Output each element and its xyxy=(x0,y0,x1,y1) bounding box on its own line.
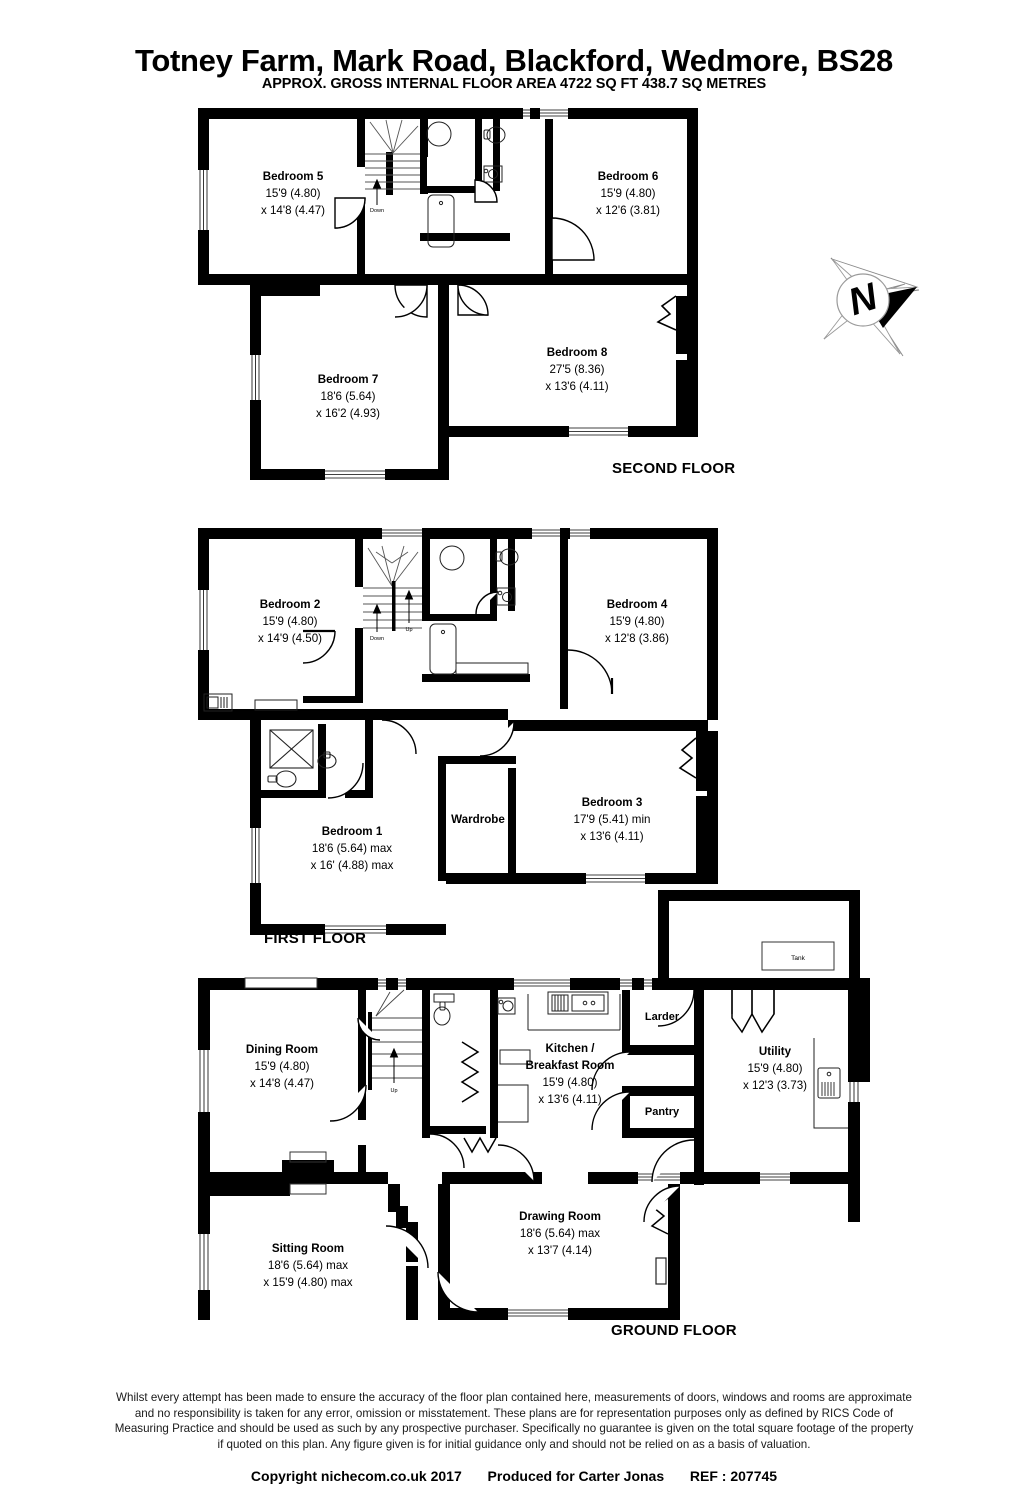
svg-text:x 14'9 (4.50): x 14'9 (4.50) xyxy=(258,632,322,645)
room-label-drawing-room: Drawing Room 18'6 (5.64) max x 13'7 (4.1… xyxy=(519,1210,601,1257)
svg-text:Larder: Larder xyxy=(645,1011,680,1023)
svg-text:x 13'6 (4.11): x 13'6 (4.11) xyxy=(580,830,643,843)
svg-text:18'6 (5.64): 18'6 (5.64) xyxy=(320,390,375,403)
svg-text:27'5 (8.36): 27'5 (8.36) xyxy=(549,363,604,376)
svg-text:15'9 (4.80): 15'9 (4.80) xyxy=(747,1062,802,1075)
ref-text: REF : 207745 xyxy=(689,1468,778,1484)
stair-down-label: Down xyxy=(370,636,384,642)
room-label-bedroom-3: Bedroom 3 17'9 (5.41) min x 13'6 (4.11) xyxy=(574,796,651,843)
svg-text:Bedroom 7: Bedroom 7 xyxy=(318,373,379,386)
room-label-bedroom-8: Bedroom 8 27'5 (8.36) x 13'6 (4.11) xyxy=(545,346,608,393)
copyright-line: Copyright nichecom.co.uk 2017 Produced f… xyxy=(0,1468,1028,1484)
svg-text:15'9 (4.80): 15'9 (4.80) xyxy=(600,187,655,200)
svg-text:Pantry: Pantry xyxy=(645,1106,680,1118)
svg-text:x 12'3 (3.73): x 12'3 (3.73) xyxy=(743,1079,807,1092)
floor-area-subtitle: APPROX. GROSS INTERNAL FLOOR AREA 4722 S… xyxy=(261,76,767,92)
svg-text:15'9 (4.80): 15'9 (4.80) xyxy=(262,615,317,628)
svg-text:Bedroom 8: Bedroom 8 xyxy=(547,346,608,359)
room-label-bedroom-7: Bedroom 7 18'6 (5.64) x 16'2 (4.93) xyxy=(316,373,380,420)
ground-floor-label: GROUND FLOOR xyxy=(611,1322,737,1339)
svg-text:15'9 (4.80): 15'9 (4.80) xyxy=(609,615,664,628)
svg-text:x 12'6 (3.81): x 12'6 (3.81) xyxy=(596,204,660,217)
svg-text:Kitchen /: Kitchen / xyxy=(546,1042,596,1055)
svg-text:Bedroom 1: Bedroom 1 xyxy=(322,825,383,838)
spacer-2 xyxy=(668,1468,686,1484)
room-label-dining-room: Dining Room 15'9 (4.80) x 14'8 (4.47) xyxy=(246,1043,318,1090)
svg-text:15'9 (4.80): 15'9 (4.80) xyxy=(265,187,320,200)
room-label-bedroom-2: Bedroom 2 15'9 (4.80) x 14'9 (4.50) xyxy=(258,598,322,645)
svg-text:x 16' (4.88) max: x 16' (4.88) max xyxy=(311,859,394,872)
produced-for-text: Produced for Carter Jonas xyxy=(487,1468,665,1484)
svg-text:x 16'2 (4.93): x 16'2 (4.93) xyxy=(316,407,380,420)
svg-text:x 12'8 (3.86): x 12'8 (3.86) xyxy=(605,632,669,645)
svg-text:Bedroom 5: Bedroom 5 xyxy=(263,170,324,183)
disclaimer-text: Whilst every attempt has been made to en… xyxy=(114,1391,914,1451)
svg-text:18'6 (5.64) max: 18'6 (5.64) max xyxy=(520,1227,600,1240)
svg-text:x 13'6 (4.11): x 13'6 (4.11) xyxy=(538,1093,601,1106)
room-label-pantry: Pantry xyxy=(645,1106,680,1118)
room-label-bedroom-5: Bedroom 5 15'9 (4.80) x 14'8 (4.47) xyxy=(261,170,325,217)
room-label-wardrobe: Wardrobe xyxy=(451,813,505,826)
room-label-sitting-room: Sitting Room 18'6 (5.64) max x 15'9 (4.8… xyxy=(263,1242,352,1289)
svg-text:Dining Room: Dining Room xyxy=(246,1043,318,1056)
ground-floor-plan: Tank Up xyxy=(190,890,870,1320)
room-label-bedroom-1: Bedroom 1 18'6 (5.64) max x 16' (4.88) m… xyxy=(311,825,394,872)
svg-text:x 15'9 (4.80) max: x 15'9 (4.80) max xyxy=(263,1276,352,1289)
svg-text:Breakfast Room: Breakfast Room xyxy=(526,1059,615,1072)
room-label-kitchen-breakfast-room: Kitchen / Breakfast Room 15'9 (4.80) x 1… xyxy=(526,1042,615,1106)
svg-text:18'6 (5.64) max: 18'6 (5.64) max xyxy=(312,842,392,855)
svg-text:Wardrobe: Wardrobe xyxy=(451,813,505,826)
svg-text:17'9 (5.41) min: 17'9 (5.41) min xyxy=(574,813,651,826)
spacer xyxy=(466,1468,484,1484)
svg-text:Bedroom 6: Bedroom 6 xyxy=(598,170,659,183)
svg-text:Drawing Room: Drawing Room xyxy=(519,1210,601,1223)
second-floor-plan: Down xyxy=(190,108,710,508)
svg-text:Bedroom 3: Bedroom 3 xyxy=(582,796,643,809)
tank-label: Tank xyxy=(791,955,805,962)
room-label-larder: Larder xyxy=(645,1011,680,1023)
room-label-bedroom-4: Bedroom 4 15'9 (4.80) x 12'8 (3.86) xyxy=(605,598,669,645)
svg-text:x 14'8 (4.47): x 14'8 (4.47) xyxy=(261,204,325,217)
first-floor-label: FIRST FLOOR xyxy=(264,930,367,947)
svg-text:15'9 (4.80): 15'9 (4.80) xyxy=(542,1076,597,1089)
svg-text:x 13'7 (4.14): x 13'7 (4.14) xyxy=(528,1244,592,1257)
svg-text:x 14'8 (4.47): x 14'8 (4.47) xyxy=(250,1077,314,1090)
room-label-bedroom-6: Bedroom 6 15'9 (4.80) x 12'6 (3.81) xyxy=(596,170,660,217)
copyright-text: Copyright nichecom.co.uk 2017 xyxy=(250,1468,462,1484)
second-floor-label: SECOND FLOOR xyxy=(612,460,736,477)
compass-rose-icon: N xyxy=(805,240,925,360)
room-label-utility: Utility 15'9 (4.80) x 12'3 (3.73) xyxy=(743,1045,807,1092)
page-title: Totney Farm, Mark Road, Blackford, Wedmo… xyxy=(135,42,893,78)
svg-text:18'6 (5.64) max: 18'6 (5.64) max xyxy=(268,1259,348,1272)
first-floor-plan: Up Down xyxy=(190,528,750,938)
svg-text:Sitting Room: Sitting Room xyxy=(272,1242,344,1255)
stair-up-label: Up xyxy=(405,627,412,633)
stair-up-label-ground: Up xyxy=(390,1088,397,1094)
stair-direction-label: Down xyxy=(370,208,384,214)
svg-text:x 13'6 (4.11): x 13'6 (4.11) xyxy=(545,380,608,393)
svg-text:Bedroom 2: Bedroom 2 xyxy=(260,598,321,611)
svg-text:15'9 (4.80): 15'9 (4.80) xyxy=(254,1060,309,1073)
svg-text:Bedroom 4: Bedroom 4 xyxy=(607,598,668,611)
svg-text:Utility: Utility xyxy=(759,1045,792,1058)
